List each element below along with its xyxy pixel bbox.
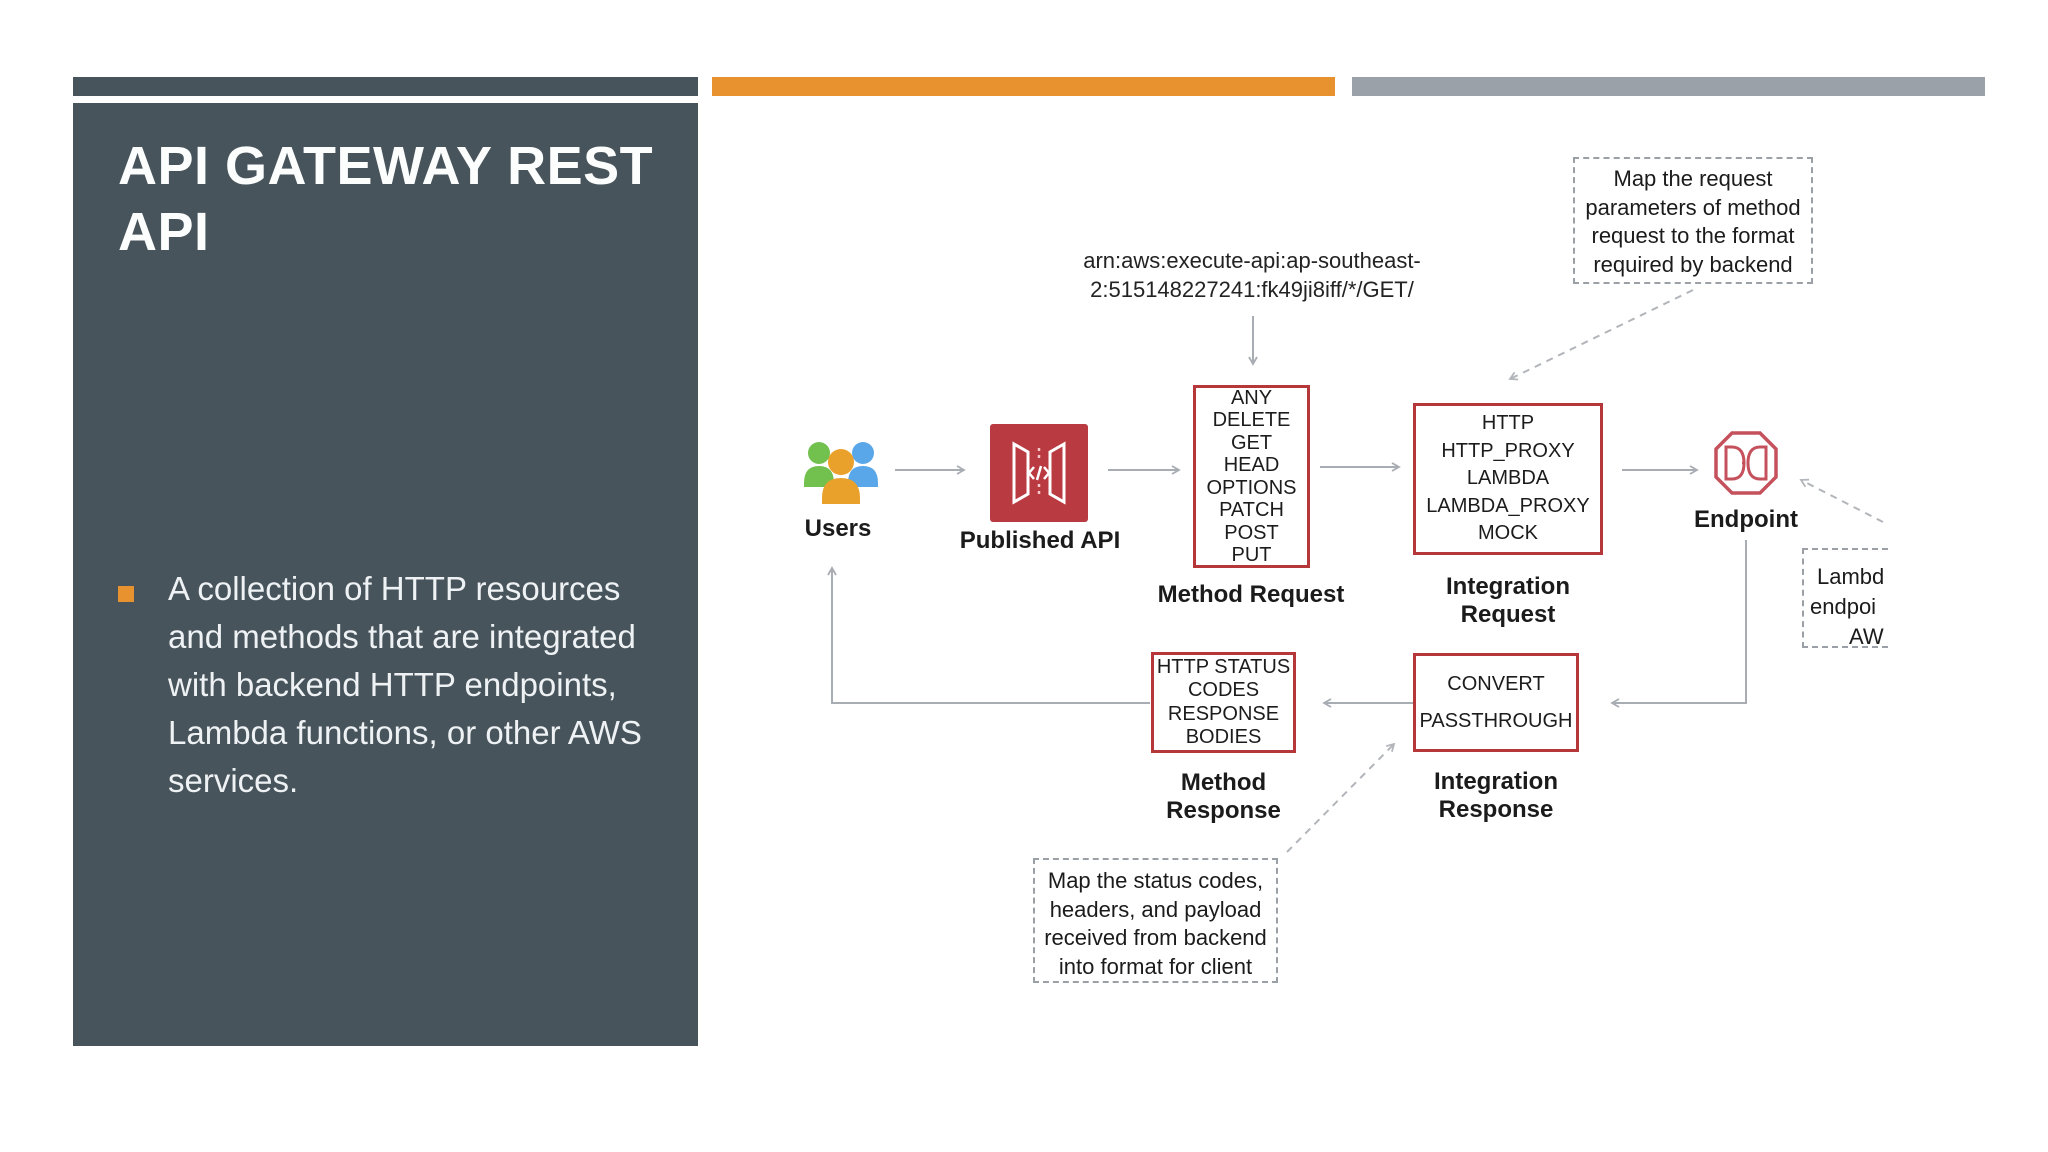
response-item: PASSTHROUGH <box>1419 709 1573 732</box>
method-request-box: ANY DELETE GET HEAD OPTIONS PATCH POST P… <box>1193 385 1310 568</box>
integration-response-box: CONVERT PASSTHROUGH <box>1413 653 1579 752</box>
method-item: POST <box>1224 521 1279 544</box>
integration-item: LAMBDA <box>1466 467 1550 490</box>
response-item: RESPONSE <box>1167 702 1280 725</box>
arn-line-1: arn:aws:execute-api:ap-southeast- <box>1083 248 1421 273</box>
integration-item: MOCK <box>1478 522 1538 545</box>
published-api-label: Published API <box>959 527 1121 554</box>
note-backend-line: AW <box>1849 624 1884 648</box>
integration-request-box: HTTP HTTP_PROXY LAMBDA LAMBDA_PROXY MOCK <box>1413 403 1603 555</box>
published-api-icon <box>990 424 1088 527</box>
arrow-endpoint-to-integration-response <box>1610 540 1747 708</box>
note-request-mapping: Map the request parameters of method req… <box>1573 157 1813 284</box>
integration-item: LAMBDA_PROXY <box>1426 494 1590 517</box>
endpoint-label: Endpoint <box>1694 506 1798 533</box>
note-backend-clipped: Lambd endpoi AW <box>1802 548 1888 648</box>
dashed-arrow-backend-to-endpoint <box>1799 478 1884 523</box>
arn-text: arn:aws:execute-api:ap-southeast- 2:5151… <box>1047 246 1457 304</box>
note-response-mapping: Map the status codes, headers, and paylo… <box>1033 858 1278 983</box>
method-item: OPTIONS <box>1206 476 1297 499</box>
top-bar-orange <box>712 77 1335 96</box>
method-item: ANY <box>1230 386 1273 409</box>
users-icon <box>798 436 884 521</box>
users-label: Users <box>804 515 872 542</box>
dashed-arrow-note-to-integration-request <box>1508 289 1694 381</box>
response-item: HTTP STATUS <box>1156 655 1291 678</box>
method-item: PATCH <box>1219 499 1284 521</box>
title-panel: API GATEWAY REST API A collection of HTT… <box>73 103 698 1046</box>
top-bar-dark <box>73 77 698 96</box>
endpoint-icon <box>1710 430 1782 501</box>
arn-line-2: 2:515148227241:fk49ji8iff/*/GET/ <box>1090 277 1414 302</box>
method-item: PUT <box>1231 544 1272 566</box>
response-item: CONVERT <box>1447 672 1545 695</box>
integration-item: HTTP <box>1481 412 1535 435</box>
bullet-marker <box>118 586 134 602</box>
integration-response-label: Integration Response <box>1434 768 1558 823</box>
method-request-label: Method Request <box>1157 581 1345 608</box>
note-backend-line: Lambd <box>1817 564 1885 589</box>
method-response-box: HTTP STATUS CODES RESPONSE BODIES <box>1151 652 1296 753</box>
response-item: CODES <box>1187 679 1260 701</box>
response-item: BODIES <box>1185 726 1262 748</box>
top-bar-gray <box>1352 77 1985 96</box>
arrow-method-response-to-users <box>827 566 1150 704</box>
method-item: GET <box>1230 431 1273 454</box>
note-backend-line: endpoi <box>1810 594 1877 619</box>
bullet-text: A collection of HTTP resources and metho… <box>168 570 642 799</box>
dashed-arrow-note-to-integration-response <box>1286 742 1396 853</box>
method-response-label: Method Response <box>1166 769 1281 824</box>
integration-item: HTTP_PROXY <box>1441 439 1575 462</box>
method-item: HEAD <box>1223 454 1280 476</box>
integration-request-label: Integration Request <box>1446 573 1570 628</box>
page-title: API GATEWAY REST API <box>118 136 654 262</box>
method-item: DELETE <box>1212 409 1291 431</box>
